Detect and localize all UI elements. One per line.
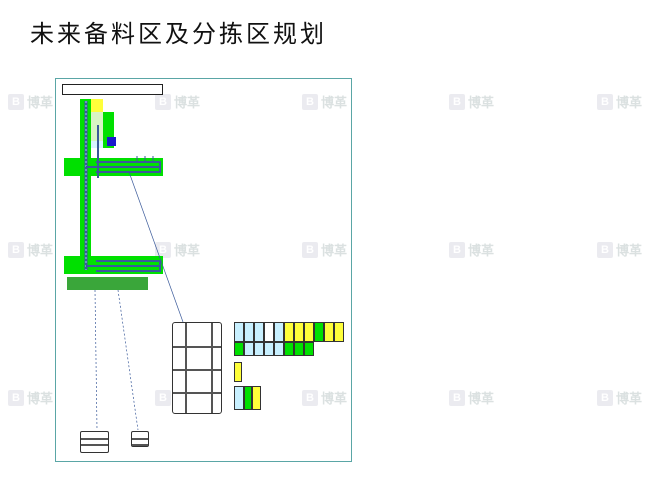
material-box-row1 xyxy=(254,322,264,342)
bottom-table-divider xyxy=(132,438,148,440)
zone-dark-green-bar xyxy=(67,277,148,290)
material-box-row1 xyxy=(304,322,314,342)
leader-lines xyxy=(94,171,184,431)
station-table-divider xyxy=(173,369,221,371)
bottom-table-divider xyxy=(132,444,148,446)
material-box-row2 xyxy=(304,342,314,356)
station-table xyxy=(172,322,222,414)
material-box-row2 xyxy=(264,342,274,356)
zone-green-side xyxy=(103,112,114,148)
material-box-col-c xyxy=(252,386,261,410)
material-box-row1 xyxy=(334,322,344,342)
material-box-col-b xyxy=(244,386,252,410)
material-box-row1 xyxy=(274,322,284,342)
material-box-row2 xyxy=(284,342,294,356)
bottom-table-divider xyxy=(81,444,108,446)
bottom-table-left xyxy=(80,431,109,453)
station-table-divider xyxy=(173,392,221,394)
material-box-row2 xyxy=(294,342,304,356)
station-table-column-divider xyxy=(211,323,213,413)
leader-line-right xyxy=(128,171,184,323)
leader-line-middle xyxy=(117,289,139,431)
material-box-row1 xyxy=(234,322,244,342)
zone-blue-marker xyxy=(107,137,116,146)
material-box-row2 xyxy=(254,342,264,356)
material-box-row1 xyxy=(324,322,334,342)
page-title: 未来备料区及分拣区规划 xyxy=(30,20,327,48)
material-box-row2 xyxy=(244,342,254,356)
conveyor-paths xyxy=(84,101,161,272)
material-box-row1 xyxy=(244,322,254,342)
layout-header-box xyxy=(62,84,163,95)
bottom-table-divider xyxy=(81,438,108,440)
material-box-row1 xyxy=(314,322,324,342)
material-box-yellow-small xyxy=(234,362,242,382)
bottom-table-right xyxy=(131,431,149,447)
leader-line-left xyxy=(94,289,98,431)
material-box-row2 xyxy=(234,342,244,356)
conveyor-lower-loop xyxy=(86,260,161,272)
material-box-col-a xyxy=(234,386,244,410)
conveyor-ticks xyxy=(136,156,154,162)
material-box-row2 xyxy=(274,342,284,356)
material-box-row1 xyxy=(264,322,274,342)
material-box-row1 xyxy=(294,322,304,342)
layout-frame xyxy=(55,78,352,462)
station-table-column-divider xyxy=(185,323,187,413)
material-box-row1 xyxy=(284,322,294,342)
station-table-divider xyxy=(173,346,221,348)
